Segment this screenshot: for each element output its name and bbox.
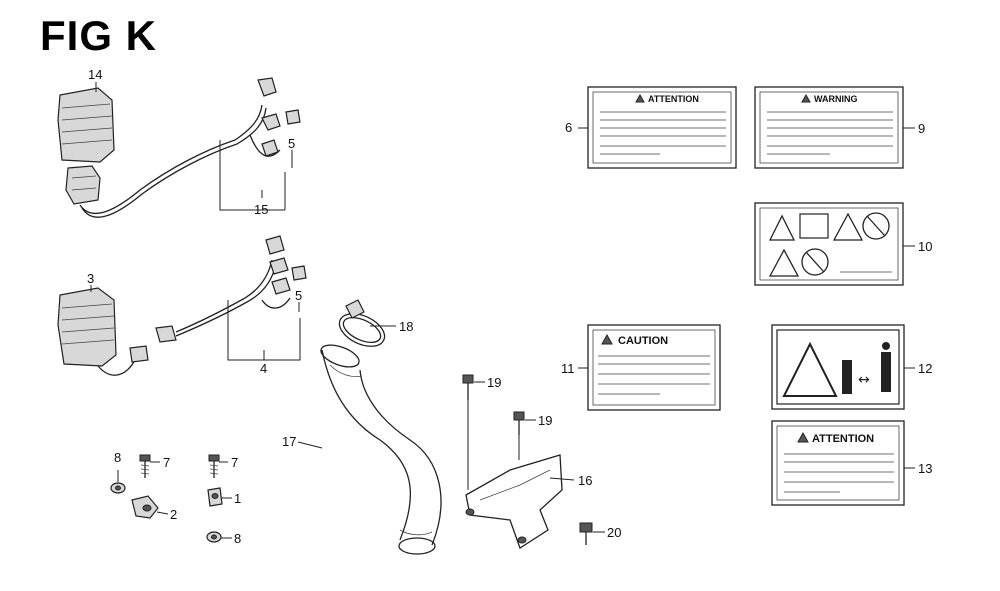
label-6-attention[interactable]: ATTENTION — [587, 86, 737, 169]
callout-14: 14 — [88, 67, 102, 82]
callout-9: 9 — [918, 121, 925, 136]
warning-triangle-icon — [768, 214, 796, 241]
part-15-harness[interactable] — [79, 77, 301, 218]
hazard-icon — [832, 212, 864, 241]
label-6-title: ATTENTION — [648, 94, 699, 104]
figure-title: FIG K — [40, 12, 157, 59]
part-7-bolt-right[interactable] — [208, 454, 220, 478]
part-14-rectifier[interactable] — [57, 87, 115, 205]
label-11-caution[interactable]: CAUTION — [587, 324, 721, 411]
callout-7-right: 7 — [231, 455, 238, 470]
label-9-warning[interactable]: WARNING — [754, 86, 904, 169]
part-17-duct[interactable] — [318, 341, 442, 555]
part-7-bolt-left[interactable] — [139, 454, 151, 478]
callout-1: 1 — [234, 491, 241, 506]
manual-icon — [799, 213, 829, 239]
callout-8-top: 8 — [114, 450, 121, 465]
callout-5-bottom: 5 — [295, 288, 302, 303]
callout-17: 17 — [282, 434, 296, 449]
callout-5-top: 5 — [288, 136, 295, 151]
callout-11: 11 — [561, 361, 575, 376]
label-13-title: ATTENTION — [812, 433, 874, 445]
part-4-harness[interactable] — [155, 235, 307, 343]
callout-7-left: 7 — [163, 455, 170, 470]
callout-13: 13 — [918, 461, 932, 476]
double-arrow-icon: ↔ — [858, 372, 870, 388]
rotating-hazard-icon — [782, 341, 838, 397]
callout-12: 12 — [918, 361, 932, 376]
callout-15: 15 — [254, 202, 268, 217]
person-icon — [882, 342, 890, 350]
callout-3: 3 — [87, 271, 94, 286]
part-18-clamp[interactable] — [334, 299, 389, 353]
callout-4: 4 — [260, 361, 267, 376]
prohibition-icon — [862, 212, 890, 240]
barrier-icon — [842, 360, 852, 394]
callout-2: 2 — [170, 507, 177, 522]
callout-19-lower: 19 — [538, 413, 552, 428]
part-2-grommet[interactable] — [131, 495, 159, 519]
part-19-bolt-a[interactable] — [462, 374, 474, 400]
label-11-title: CAUTION — [618, 335, 668, 347]
callout-18: 18 — [399, 319, 413, 334]
callout-6: 6 — [565, 120, 572, 135]
callout-10: 10 — [918, 239, 932, 254]
part-20-bolt[interactable] — [579, 522, 593, 545]
callout-8-bottom: 8 — [234, 531, 241, 546]
label-10-pictograms[interactable] — [754, 202, 904, 286]
callout-16: 16 — [578, 473, 592, 488]
callout-19-upper: 19 — [487, 375, 501, 390]
callout-20: 20 — [607, 525, 621, 540]
part-8-nut-right[interactable] — [206, 531, 222, 543]
label-13-attention[interactable]: ATTENTION — [771, 420, 905, 506]
part-1-collar[interactable] — [207, 487, 223, 507]
label-9-title: WARNING — [814, 94, 858, 104]
label-12-pictogram[interactable]: ↔ — [771, 324, 905, 410]
no-fire-icon — [801, 248, 829, 276]
part-19-bolt-b[interactable] — [513, 411, 525, 435]
part-3-rectifier[interactable] — [57, 287, 149, 376]
hot-surface-icon — [768, 248, 800, 277]
part-16-bracket[interactable] — [465, 454, 563, 549]
bracket-15 — [219, 140, 286, 211]
part-8-nut-left[interactable] — [110, 482, 126, 494]
